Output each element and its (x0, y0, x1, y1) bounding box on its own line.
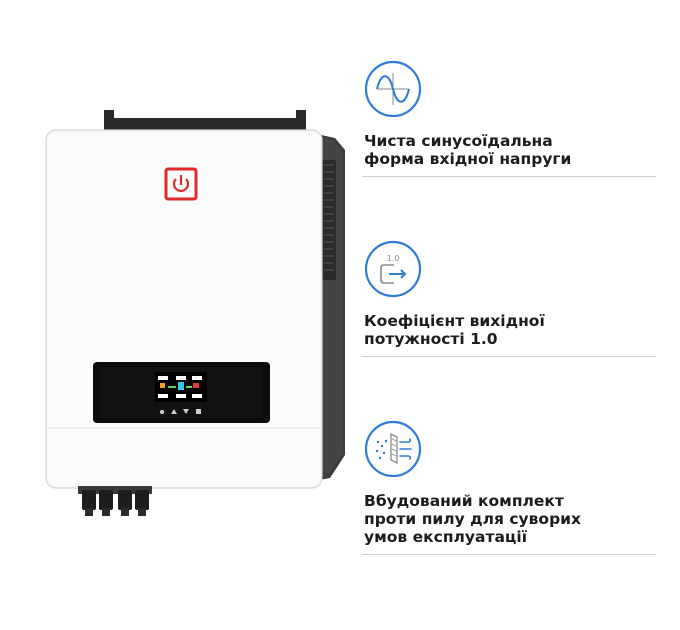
dust-filter-icon (364, 420, 422, 478)
divider (362, 176, 656, 177)
display-buttons (160, 409, 201, 414)
power-factor-icon: 1.0 (364, 240, 422, 298)
feature-label: Вбудований комплект проти пилу для сувор… (364, 492, 582, 546)
sine-wave-icon (364, 60, 422, 118)
feature-label: Коефіцієнт вихідної потужності 1.0 (364, 312, 545, 348)
dc-connectors (78, 486, 152, 516)
divider (362, 554, 656, 555)
divider (362, 356, 656, 357)
feature-label: Чиста синусоїдальна форма вхідної напруг… (364, 132, 572, 168)
feature-dust-protection: Вбудований комплект проти пилу для сувор… (362, 420, 656, 555)
brand-logo-icon (164, 167, 198, 201)
power-factor-icon-text: 1.0 (387, 254, 400, 263)
feature-pure-sine-wave: Чиста синусоїдальна форма вхідної напруг… (362, 60, 656, 177)
lcd-screen (155, 372, 207, 402)
mounting-bracket (104, 118, 306, 132)
feature-power-factor: 1.0 Коефіцієнт вихідної потужності 1.0 (362, 240, 656, 357)
inverter-product-image (45, 110, 345, 516)
